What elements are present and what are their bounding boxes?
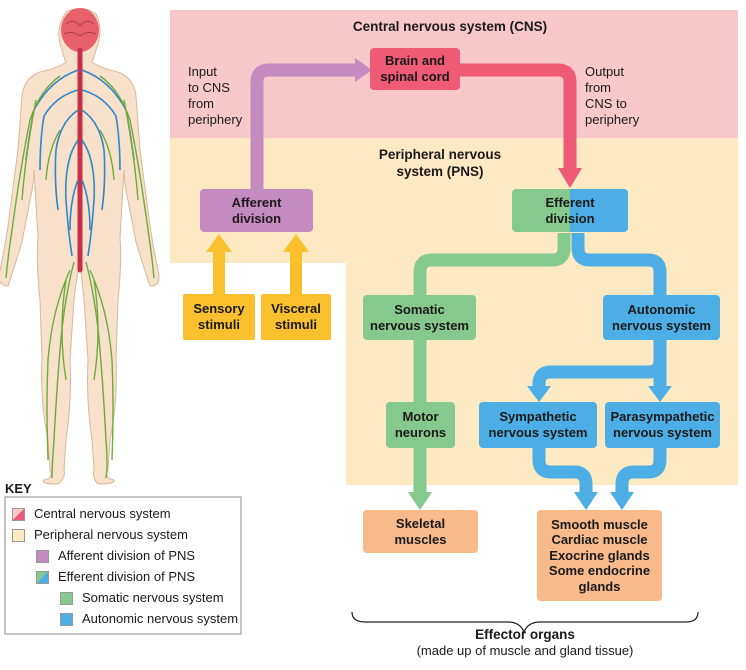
visceral-arrow-shaft: [290, 248, 302, 294]
effector-organs-label: Effector organs (made up of muscle and g…: [370, 627, 680, 659]
cns-swatch: [12, 507, 25, 521]
key-item-autonomic: Autonomic nervous system: [60, 611, 238, 627]
efferent-arrow: [445, 63, 577, 170]
afferent-arrowhead: [355, 58, 372, 82]
effector-title: Effector organs: [475, 627, 575, 642]
key-item-pns: Peripheral nervous system: [12, 527, 188, 543]
afferent-swatch: [36, 549, 49, 563]
efferent-swatch: [36, 570, 49, 584]
skeletal-arrowhead: [408, 492, 432, 510]
autonomic-arrow: [571, 233, 667, 295]
brain: [61, 8, 99, 52]
afferent-arrow: [250, 63, 357, 190]
key-item-efferent: Efferent division of PNS: [36, 569, 195, 585]
efferent-arrowhead: [558, 168, 582, 188]
effector-brace: [351, 611, 699, 634]
effector-subtitle: (made up of muscle and gland tissue): [416, 643, 634, 658]
parasympathetic-arrowhead: [648, 386, 672, 402]
smooth-arrow-right: [615, 448, 667, 494]
somatic-swatch: [60, 591, 73, 605]
sympathetic-arrowhead: [527, 386, 551, 402]
smooth-arrowhead-left: [574, 492, 598, 510]
pns-title-line1: Peripheral nervous: [378, 147, 502, 162]
sensory-arrow-shaft: [213, 248, 225, 294]
smooth-arrow-left: [532, 448, 593, 494]
smooth-arrowhead-right: [610, 492, 634, 510]
split-arrow: [532, 340, 667, 388]
cns-title: Central nervous system (CNS): [352, 19, 548, 34]
key-box: [4, 496, 242, 635]
key-item-somatic: Somatic nervous system: [60, 590, 224, 606]
nervous-system-figure: [0, 8, 160, 485]
autonomic-swatch: [60, 612, 73, 626]
somatic-arrow: [413, 233, 571, 295]
sensory-arrowhead: [206, 234, 232, 252]
pns-title: Peripheral nervous system (PNS): [340, 146, 540, 180]
key-title: KEY: [5, 481, 32, 496]
pns-swatch: [12, 528, 25, 542]
key-item-afferent: Afferent division of PNS: [36, 548, 195, 564]
visceral-arrowhead: [283, 234, 309, 252]
key-item-cns: Central nervous system: [12, 506, 171, 522]
pns-title-line2: system (PNS): [396, 164, 484, 179]
